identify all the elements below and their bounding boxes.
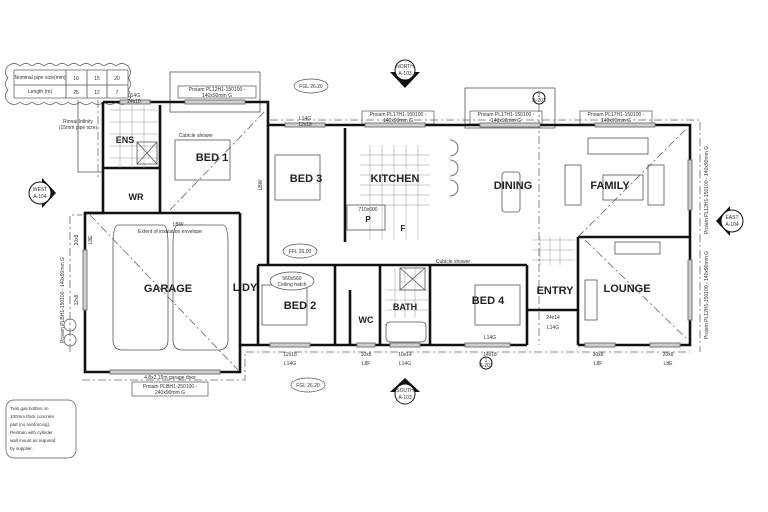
note-line: by supplier. [10,446,33,451]
shower-note: Cubicle shower [436,259,471,265]
room-label-family: FAMILY [590,180,630,192]
note-line: 100mm thick concrete [10,414,55,419]
marker-label: 1 [485,358,488,364]
room-label-wc: WC [359,315,374,325]
west-marker: WEST A-104 [28,178,56,208]
room-label-garage: GARAGE [144,283,192,295]
lbw-label: LBW [173,222,184,228]
lintel-label: Proiam PL12H1-150100 - [189,87,246,93]
hatch-note: Ceiling hatch [278,282,307,288]
table-cell: 12 [94,90,100,96]
room-label-bath: BATH [393,302,417,312]
walls [83,100,692,374]
note-line: Restrain with cylinder [10,430,53,435]
east-marker: EAST A-104 [716,206,744,236]
marker-ref: A-201 [479,363,493,369]
window-size: 10x8 [361,352,372,358]
room-label-laundry: L'DY [233,282,258,294]
insulation-note: Extent of insulation envelope [138,229,202,235]
gas-bottle-note: Twin gas bottles on 100mm thick concrete… [10,406,56,451]
room-label-entry: ENTRY [537,285,575,297]
window-size: 24x14 [546,315,560,321]
lintel-label: 140x90mm G [202,93,232,99]
table-cell: 15 [94,76,100,82]
south-marker: SOUTH A-103 [390,378,420,405]
window-size: 14x18 [483,352,497,358]
window-size: 30x8 [593,352,604,358]
window-code: L8E [664,361,674,367]
lintel-label: 240x90mm G [155,390,185,396]
lintel-label: 140x90mm G [383,118,413,124]
window-code: L14G [128,93,140,99]
window-code: L14G [399,361,411,367]
window-size: 20x8 [663,352,674,358]
marker-ref: A-103 [398,71,412,77]
marker-label: 2 [538,93,541,99]
lintel-label: 140x90mm G [601,118,631,124]
marker-ref: A-201 [532,98,546,104]
hatch-note: 560x560 [282,276,301,282]
marker-label: WEST [33,187,47,193]
lintel-label: Proiam PL12H1-150100 - 140x90mm G [704,251,710,339]
table-cell: 20 [114,76,120,82]
marker-ref: A-104 [725,222,739,228]
north-marker: NORTH A-103 [390,59,420,88]
lintel-label: 140x90mm G [491,118,521,124]
lbw-label: LBW [258,179,264,190]
pipe-size-table: Nominal pipe size(mm) Length (m) 10 15 2… [5,63,131,105]
room-label-kitchen: KITCHEN [371,173,420,185]
window-size: 12x18 [283,352,297,358]
marker-label: SOUTH [396,388,414,394]
window-size: 12x18 [298,122,312,128]
room-label-bed2: BED 2 [284,300,316,312]
window-code: L8E [88,235,94,245]
window-code: L14G [299,116,311,122]
note-line: pad (no reinforcing). [10,422,50,427]
table-header: Length (m) [28,89,53,95]
room-label-bed4: BED 4 [472,295,505,307]
room-label-lounge: LOUNGE [603,283,650,295]
window-code: L14G [284,361,296,367]
fgl-bottom-label: FGL 26.20 [296,383,320,389]
room-label-wr: WR [129,192,144,202]
lintel-label: Proiam PLBH1-150100 - 140x90mm G [60,257,66,343]
window-code: L14G [547,325,559,331]
marker-label: NORTH [396,64,414,70]
pantry-size: 710x600 [358,207,377,213]
window-code: L8F [362,361,371,367]
lintel-label: Proiam PL17H1-150100 - [370,112,427,118]
table-cell: 10 [73,76,79,82]
room-label-ens: ENS [116,135,135,145]
table-header: Nominal pipe size(mm) [14,75,65,81]
shower-note: Cubicle shower [179,133,214,139]
section-marker: 2 A-201 1 A-201 [479,91,546,370]
ffl-label: FFL 26.00 [289,249,312,255]
marker-ref: A-104 [33,194,47,200]
table-cell: 25 [73,90,79,96]
lintel-label: Proiam PL12H1-150100 - 140x90mm G [704,146,710,234]
lintel-label: Proiam PL17H1-150100 - [478,112,535,118]
lintel-label: Proiam PL17H1-150100 - [588,112,645,118]
note-line: Twin gas bottles on [10,406,49,411]
room-label-bed3: BED 3 [290,173,322,185]
fgl-top-label: FGL 26.20 [299,84,323,90]
lintel-label: Proiam PLBH1-250100 - [143,384,198,390]
pantry-label: P [365,215,371,224]
window-code: L8F [594,361,603,367]
window-size: 24x10 [127,99,141,105]
fridge-label: F [401,224,406,233]
marker-label: EAST [725,215,738,221]
window-size: 20x8 [74,234,80,245]
window-size: 10x14 [398,352,412,358]
note-line: wall mount as required [10,438,56,443]
window-code: L14G [484,335,496,341]
room-label-dining: DINING [494,180,533,192]
garage-door-note: 4.8x2.15m garage door [144,375,196,381]
room-label-bed1: BED 1 [196,152,228,164]
window-size: 12x8 [74,294,80,305]
table-cell: 7 [116,90,119,96]
marker-ref: A-103 [398,395,412,401]
